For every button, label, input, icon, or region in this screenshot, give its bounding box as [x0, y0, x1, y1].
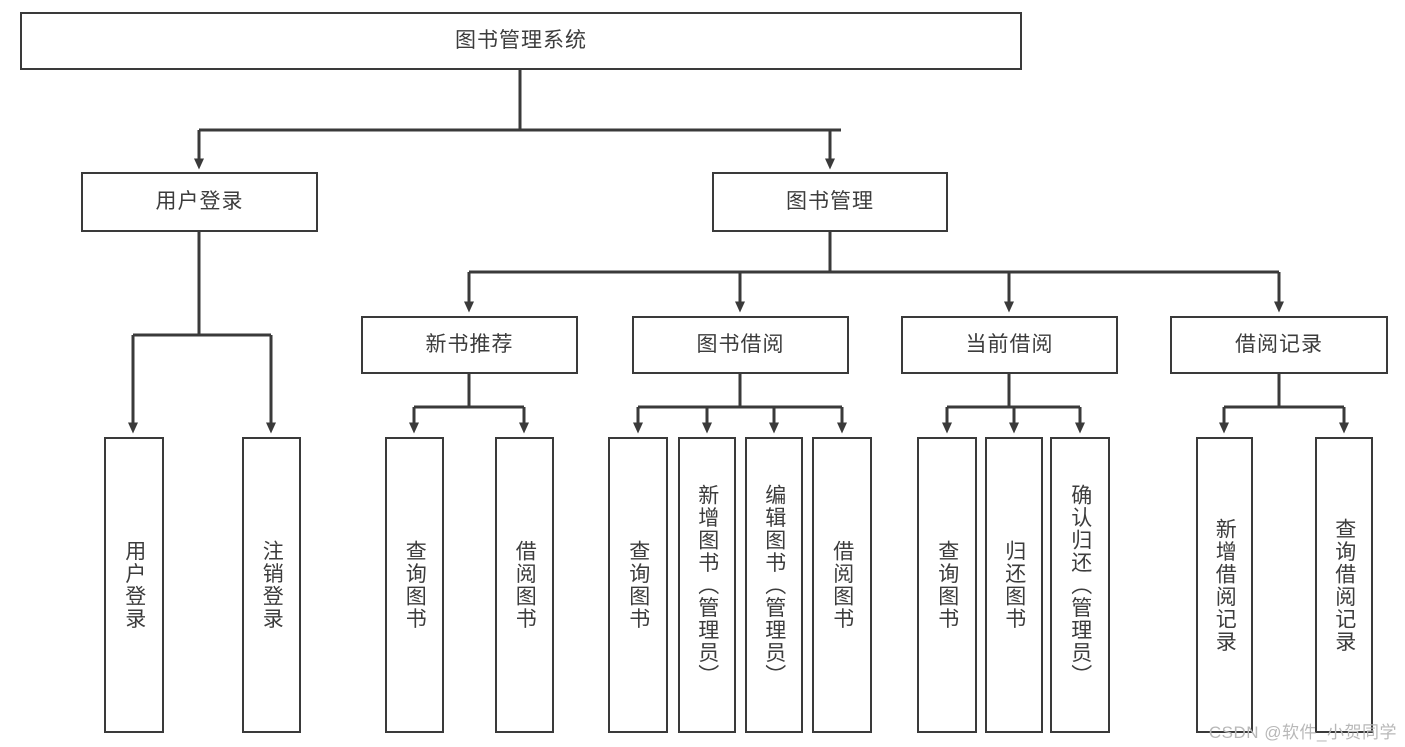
- node-label: 编辑图书（管理员）: [762, 483, 786, 687]
- watermark-csdn: CSDN @软件_小贺同学: [1208, 723, 1397, 742]
- node-label: 图书管理: [786, 190, 874, 214]
- node-label: 用户登录: [155, 190, 244, 214]
- node-label: 图书借阅: [696, 333, 785, 357]
- leaf-borrow-edit-book-admin[interactable]: 编辑图书（管理员）: [745, 437, 803, 733]
- node-label: 图书管理系统: [455, 29, 587, 53]
- node-label: 确认归还（管理员）: [1068, 483, 1092, 687]
- leaf-borrow-borrow-book[interactable]: 借阅图书: [812, 437, 872, 733]
- node-root-system[interactable]: 图书管理系统: [20, 12, 1022, 70]
- node-label: 当前借阅: [965, 333, 1054, 357]
- leaf-recommend-borrow-book[interactable]: 借阅图书: [495, 437, 554, 733]
- node-label: 新书推荐: [425, 333, 514, 357]
- node-label: 借阅图书: [830, 540, 854, 630]
- node-label: 注销登录: [260, 540, 284, 630]
- node-label: 用户登录: [122, 540, 146, 630]
- node-label: 借阅记录: [1235, 333, 1323, 357]
- leaf-borrow-add-book-admin[interactable]: 新增图书（管理员）: [678, 437, 736, 733]
- node-label: 查询借阅记录: [1332, 517, 1356, 653]
- leaf-record-add-record[interactable]: 新增借阅记录: [1196, 437, 1253, 733]
- node-label: 查询图书: [935, 540, 959, 630]
- node-user-login[interactable]: 用户登录: [81, 172, 318, 232]
- node-current-borrow[interactable]: 当前借阅: [901, 316, 1118, 374]
- node-label: 归还图书: [1002, 540, 1026, 630]
- leaf-current-return-book[interactable]: 归还图书: [985, 437, 1043, 733]
- leaf-user-logout[interactable]: 注销登录: [242, 437, 301, 733]
- leaf-user-login[interactable]: 用户登录: [104, 437, 164, 733]
- leaf-borrow-query-book[interactable]: 查询图书: [608, 437, 668, 733]
- node-book-borrow[interactable]: 图书借阅: [632, 316, 849, 374]
- node-new-book-recommend[interactable]: 新书推荐: [361, 316, 578, 374]
- node-label: 查询图书: [626, 540, 650, 630]
- node-label: 新增借阅记录: [1213, 517, 1237, 653]
- leaf-current-confirm-return-admin[interactable]: 确认归还（管理员）: [1050, 437, 1110, 733]
- leaf-current-query-book[interactable]: 查询图书: [917, 437, 977, 733]
- node-borrow-record[interactable]: 借阅记录: [1170, 316, 1388, 374]
- node-label: 借阅图书: [513, 540, 537, 630]
- node-label: 查询图书: [403, 540, 427, 630]
- leaf-recommend-query-book[interactable]: 查询图书: [385, 437, 444, 733]
- leaf-record-query-record[interactable]: 查询借阅记录: [1315, 437, 1373, 733]
- node-label: 新增图书（管理员）: [695, 483, 719, 687]
- node-book-management[interactable]: 图书管理: [712, 172, 948, 232]
